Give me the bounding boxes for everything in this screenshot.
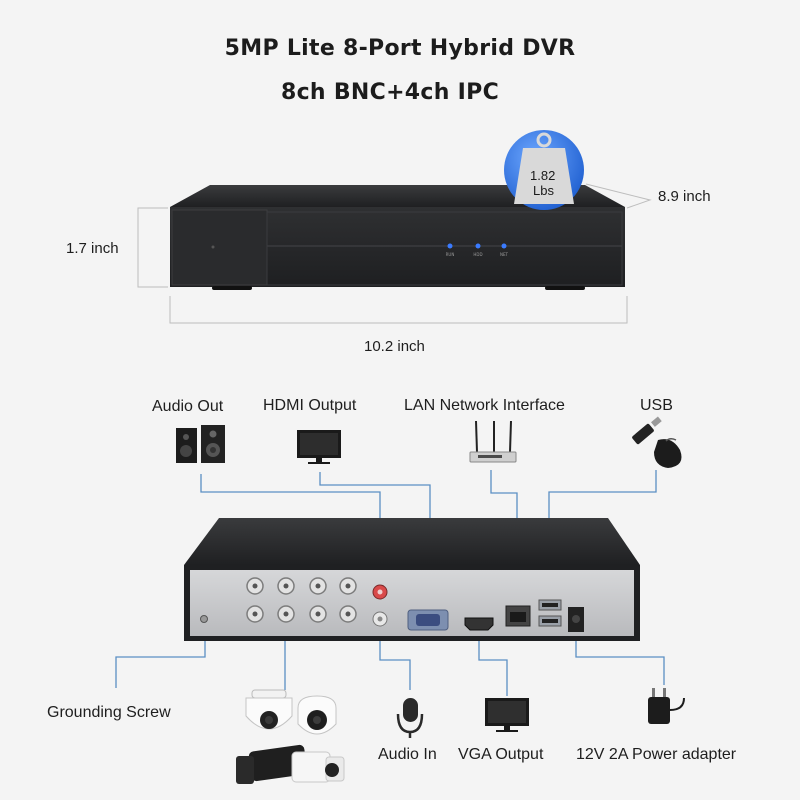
height-dimension-line (137, 207, 168, 288)
power-adapter-icon (648, 688, 685, 724)
vga-monitor-icon (485, 698, 529, 732)
depth-dimension-line (585, 183, 652, 209)
bnc-ports (246, 577, 357, 623)
led-run (447, 243, 453, 249)
power-port (568, 607, 584, 632)
led-label-net: NET (500, 252, 509, 257)
depth-label: 8.9 inch (658, 188, 711, 205)
router-icon (469, 420, 517, 463)
microphone-icon (396, 698, 424, 738)
dimension-lines (137, 183, 652, 324)
turret-camera-icon (297, 695, 337, 735)
weight-value: 1.82 (530, 168, 556, 183)
product-subtitle: 8ch BNC+4ch IPC (280, 80, 500, 105)
front-leds: RUN HDD NET (446, 243, 509, 257)
led-label-run: RUN (446, 252, 455, 257)
power-adapter-label: 12V 2A Power adapter (576, 746, 737, 763)
width-dimension-line (169, 296, 628, 324)
weight-badge (504, 130, 584, 210)
width-label: 10.2 inch (364, 338, 425, 355)
dvr-front-view (170, 185, 625, 290)
usb-drive-icon (632, 416, 662, 445)
grounding-screw-label: Grounding Screw (47, 704, 171, 721)
weight-unit: Lbs (533, 183, 554, 198)
dome-camera-icon (245, 689, 293, 730)
hdmi-port (464, 617, 494, 631)
vga-line (478, 630, 508, 696)
height-label: 1.7 inch (66, 240, 119, 257)
led-label-hdd: HDD (473, 252, 482, 257)
mouse-icon (654, 437, 682, 468)
power-line (575, 630, 665, 685)
product-title: 5MP Lite 8-Port Hybrid DVR (224, 36, 576, 61)
audio-in-line (379, 625, 411, 690)
vga-output-label: VGA Output (458, 746, 544, 763)
monitor-icon (297, 430, 341, 464)
lan-port (505, 605, 531, 627)
led-net (501, 243, 507, 249)
lan-label: LAN Network Interface (404, 397, 565, 414)
audio-in-port (372, 611, 388, 627)
audio-out-label: Audio Out (152, 398, 224, 415)
bullet-camera-white-icon (291, 751, 345, 783)
usb-ports (538, 599, 562, 627)
led-hdd (475, 243, 481, 249)
speaker-icon (176, 425, 225, 463)
hdmi-output-label: HDMI Output (263, 397, 357, 414)
vga-port (407, 609, 449, 631)
grounding-screw-port (200, 615, 208, 623)
audio-in-label: Audio In (378, 746, 437, 763)
audio-out-port (372, 584, 388, 600)
usb-label: USB (640, 397, 673, 414)
weight-icon (514, 132, 574, 204)
